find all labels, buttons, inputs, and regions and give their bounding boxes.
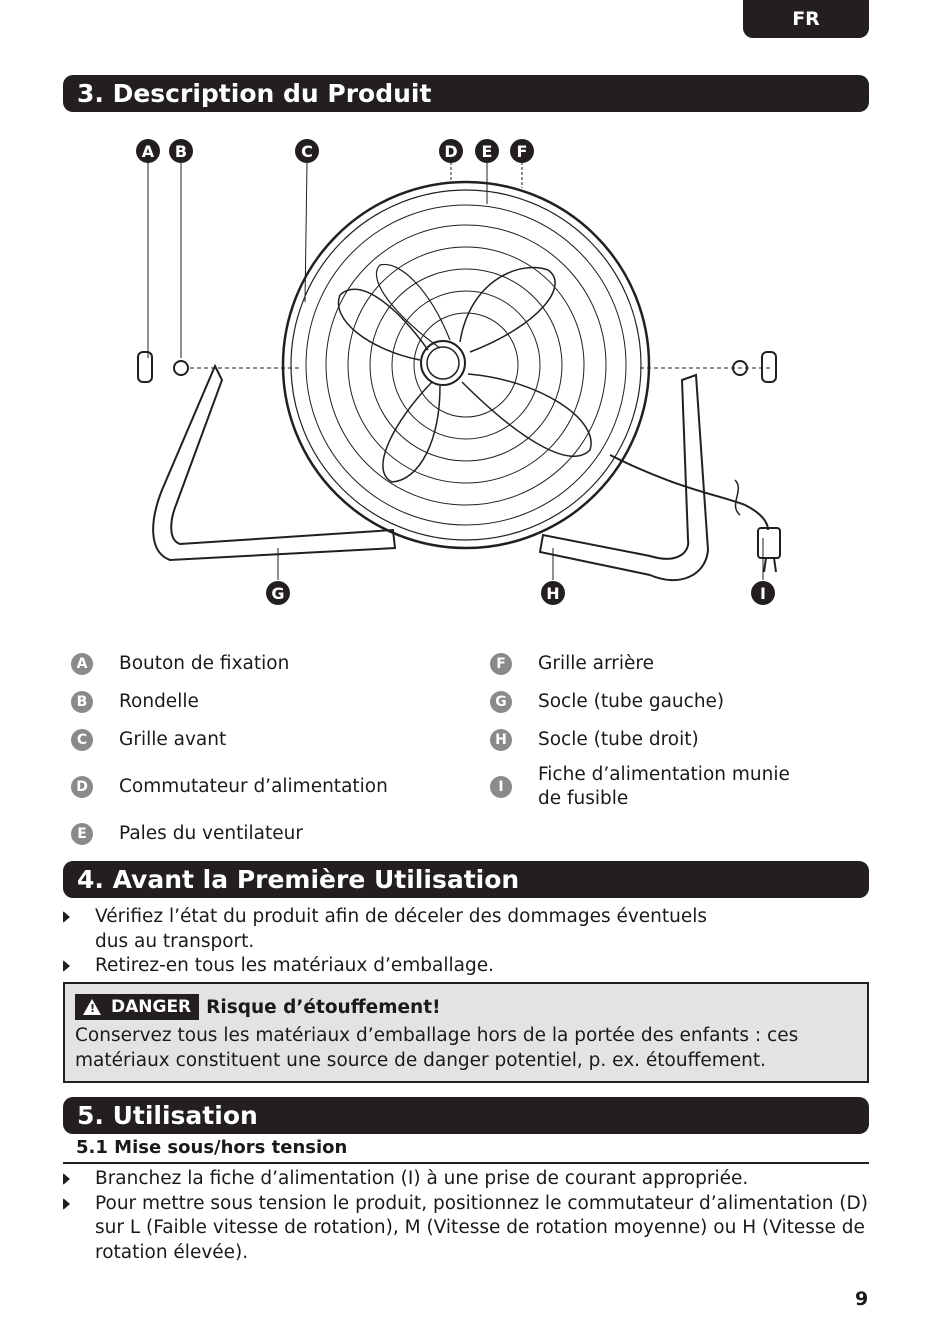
callout-h-marker: H [541, 581, 565, 605]
svg-text:E: E [482, 142, 493, 161]
svg-text:H: H [546, 584, 559, 603]
section-3-heading: 3. Description du Produit [63, 75, 869, 112]
danger-text: Conservez tous les matériaux d’emballage… [75, 1024, 857, 1073]
badge-f: F [490, 653, 512, 675]
part-label: Commutateur d’alimentation [119, 776, 388, 797]
callout-b-marker: B [169, 139, 193, 163]
bullet-line1: Branchez la fiche d’alimentation (I) à u… [95, 1168, 749, 1189]
part-item-d: D Commutateur d’alimentation [71, 775, 388, 799]
page-number: 9 [855, 1288, 869, 1310]
part-label: Socle (tube gauche) [538, 691, 725, 712]
badge-a: A [71, 653, 93, 675]
danger-line1: Conservez tous les matériaux d’emballage… [75, 1025, 799, 1046]
part-item-c: C Grille avant [71, 728, 226, 752]
svg-text:F: F [517, 142, 528, 161]
part-item-g: G Socle (tube gauche) [490, 690, 724, 714]
svg-text:B: B [175, 142, 187, 161]
section-4-bullets: Vérifiez l’état du produit afin de décel… [63, 905, 869, 979]
warning-triangle-icon: ! [83, 999, 101, 1015]
part-label: Pales du ventilateur [119, 823, 303, 844]
danger-tag: ! DANGER [75, 994, 200, 1020]
danger-notice: ! DANGER Risque d’étouffement! Conservez… [63, 982, 869, 1083]
callout-c-marker: C [295, 139, 319, 163]
part-item-b: B Rondelle [71, 690, 199, 714]
callout-a-marker: A [136, 139, 160, 163]
bullet-line1: Vérifiez l’état du produit afin de décel… [95, 906, 708, 927]
bullet-line1: Retirez-en tous les matériaux d’emballag… [95, 955, 494, 976]
bullet-line3: rotation élevée). [95, 1241, 249, 1263]
part-item-f: F Grille arrière [490, 652, 654, 676]
badge-g: G [490, 691, 512, 713]
bullet-marker [63, 960, 70, 972]
section-5-heading: 5. Utilisation [63, 1097, 869, 1134]
danger-tag-label: DANGER [111, 997, 192, 1017]
section-5-bullets: Branchez la fiche d’alimentation (I) à u… [63, 1167, 869, 1265]
callout-i-marker: I [751, 581, 775, 605]
callout-g-marker: G [266, 581, 290, 605]
part-label-line2: de fusible [538, 788, 629, 809]
bullet-item: Pour mettre sous tension le produit, pos… [63, 1192, 869, 1266]
fan-diagram: A B C D E F G H I [136, 139, 781, 605]
svg-text:A: A [142, 142, 155, 161]
svg-text:I: I [760, 584, 766, 603]
part-item-a: A Bouton de fixation [71, 652, 289, 676]
bullet-item: Retirez-en tous les matériaux d’emballag… [63, 954, 869, 979]
part-label: Rondelle [119, 691, 199, 712]
bullet-line2: dus au transport. [95, 930, 255, 952]
badge-c: C [71, 729, 93, 751]
part-label: Grille arrière [538, 653, 654, 674]
part-label: Socle (tube droit) [538, 729, 699, 750]
bullet-line1: Pour mettre sous tension le produit, pos… [95, 1192, 868, 1214]
part-item-h: H Socle (tube droit) [490, 728, 699, 752]
callout-e-marker: E [475, 139, 499, 163]
danger-line2: matériaux constituent une source de dang… [75, 1049, 766, 1071]
danger-header: ! DANGER Risque d’étouffement! [75, 994, 857, 1020]
bullet-item: Branchez la fiche d’alimentation (I) à u… [63, 1167, 869, 1192]
bullet-marker [63, 1197, 70, 1210]
badge-d: D [71, 776, 93, 798]
badge-i: I [490, 776, 512, 798]
part-label: Fiche d’alimentation munie de fusible [538, 763, 790, 811]
svg-text:C: C [301, 142, 313, 161]
svg-text:D: D [444, 142, 457, 161]
callout-d-marker: D [439, 139, 463, 163]
section-4-heading: 4. Avant la Première Utilisation [63, 861, 869, 898]
part-item-i: I Fiche d’alimentation munie de fusible [490, 763, 790, 811]
bullet-item: Vérifiez l’état du produit afin de décel… [63, 905, 869, 954]
bullet-marker [63, 1173, 70, 1185]
badge-h: H [490, 729, 512, 751]
subsection-rule [63, 1162, 869, 1164]
callout-markers: A B C D E F G H I [136, 139, 775, 605]
bullet-line2: sur L (Faible vitesse de rotation), M (V… [95, 1217, 865, 1238]
part-label-line1: Fiche d’alimentation munie [538, 764, 790, 785]
badge-b: B [71, 691, 93, 713]
danger-heading: Risque d’étouffement! [206, 996, 441, 1018]
part-label: Grille avant [119, 729, 227, 750]
svg-text:G: G [271, 584, 284, 603]
bullet-marker [63, 911, 70, 923]
language-tab: FR [743, 0, 869, 38]
part-label: Bouton de fixation [119, 653, 290, 674]
subsection-heading: 5.1 Mise sous/hors tension [76, 1137, 348, 1158]
callout-f-marker: F [510, 139, 534, 163]
part-item-e: E Pales du ventilateur [71, 822, 303, 846]
badge-e: E [71, 823, 93, 845]
